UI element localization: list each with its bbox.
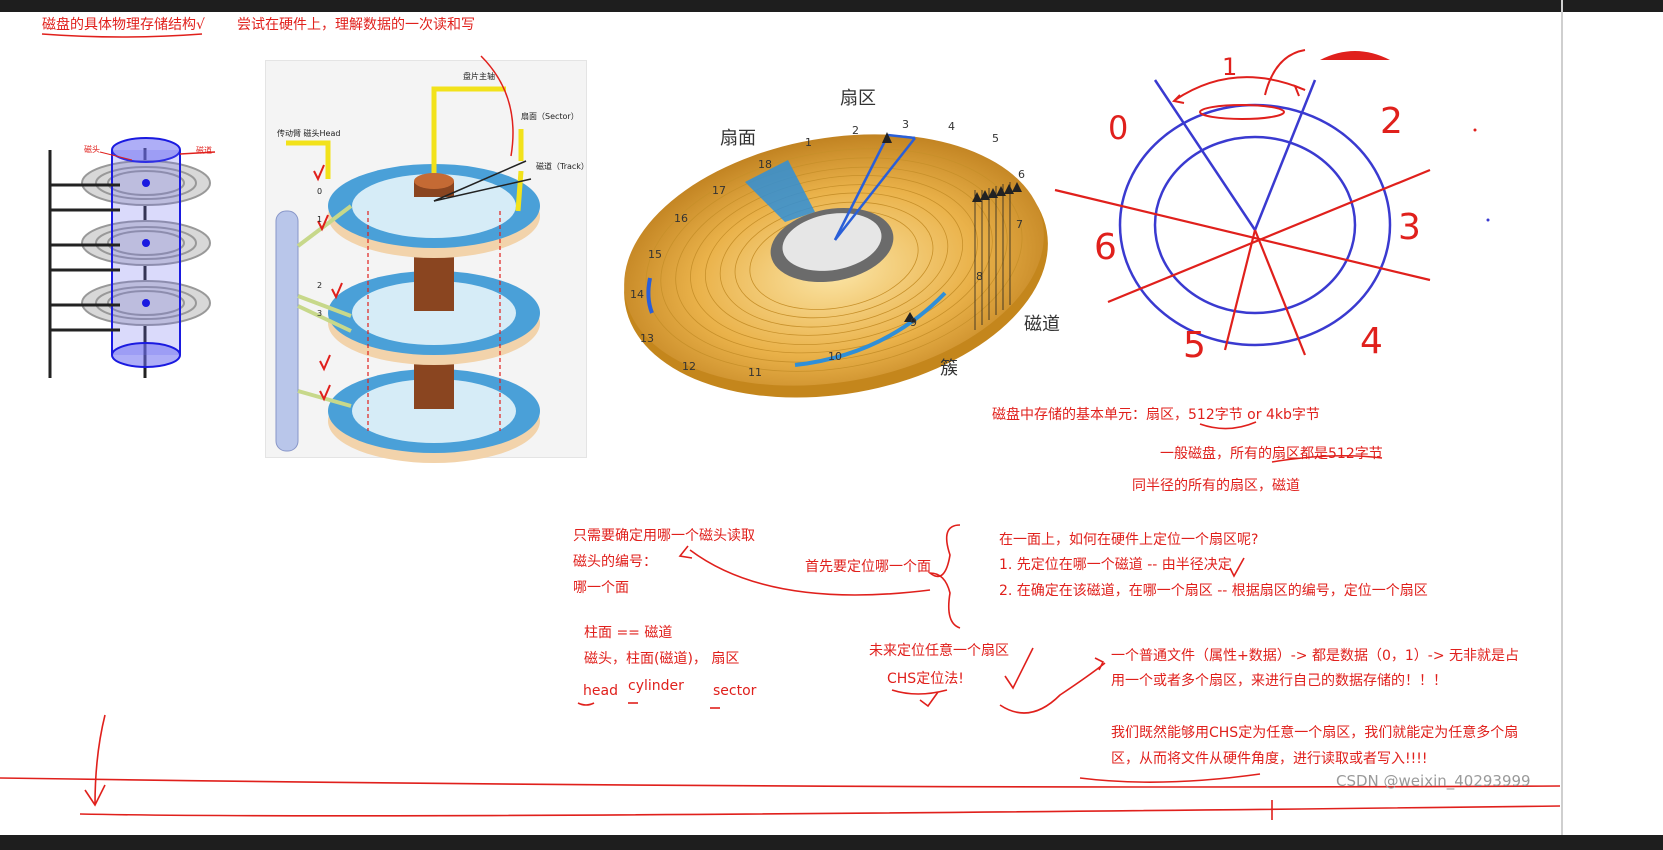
watermark: CSDN @weixin_40293999 <box>1336 774 1531 789</box>
